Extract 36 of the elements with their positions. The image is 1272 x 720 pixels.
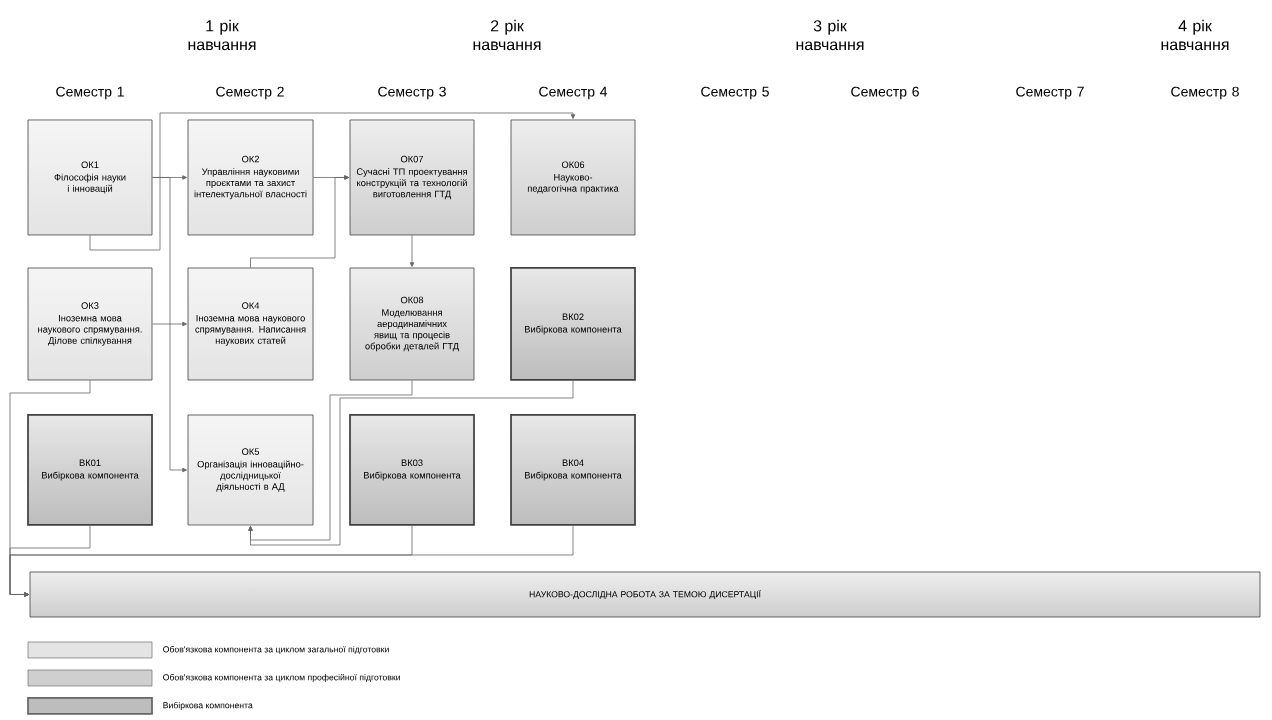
semester-heading: Семестр 1: [56, 86, 124, 100]
year-heading: 3 рік навчання: [796, 19, 864, 51]
arrow: [248, 380, 574, 546]
arrow: [250, 175, 349, 268]
research-bar: НАУКОВО-ДОСЛІДНА РОБОТА ЗА ТЕМОЮ ДИСЕРТАЦІЇ: [29, 571, 1261, 618]
course-box: ВК03 Вибіркова компонента: [349, 414, 475, 526]
arrow: [9, 525, 574, 597]
course-box: ОК5 Організація інноваційно-дослідницької діяльності в АД: [187, 414, 314, 526]
course-box: ОК4 Іноземна мова наукового спрямування. Написання наукових статей: [187, 267, 314, 381]
course-box: ВК02 Вибіркова компонента: [510, 267, 636, 381]
year-heading: 1 рік навчання: [188, 19, 256, 51]
year-heading: 2 рік навчання: [473, 19, 541, 51]
legend-text: Обов'язкова компонента за циклом професійної підготовки: [163, 673, 400, 683]
legend-text: Вибіркова компонента: [163, 701, 253, 711]
legend-text: Обов'язкова компонента за циклом загальної підготовки: [163, 645, 389, 654]
arrow: [89, 112, 576, 251]
course-box: ОК06 Науково-педагогічна практика: [510, 119, 636, 236]
semester-heading: Семестр 4: [539, 86, 608, 100]
semester-heading: Семестр 2: [216, 86, 284, 100]
semester-heading: Семестр 3: [378, 86, 446, 100]
course-box: ВК04 Вибіркова компонента: [510, 414, 636, 526]
arrow: [152, 177, 187, 473]
course-box: ОК1 Філософія науки і інновацій: [27, 119, 153, 236]
semester-heading: Семестр 6: [851, 86, 919, 100]
semester-heading: Семестр 8: [1171, 86, 1239, 100]
course-box: ОК2 Управління науковими проєктами та захист інтелектуальної власності: [187, 119, 314, 236]
semester-heading: Семестр 5: [701, 86, 769, 100]
arrow: [248, 380, 413, 541]
course-box: ОК3 Іноземна мова наукового спрямування. Ділове спілкування: [27, 267, 153, 381]
arrow: [409, 235, 415, 267]
semester-heading: Семестр 7: [1016, 86, 1084, 100]
course-box: ОК07 Сучасні ТП проектування конструкцій та технологій виготовлення ГТД: [349, 119, 475, 236]
arrow: [152, 321, 187, 327]
course-box: ВК01 Вибіркова компонента: [27, 414, 153, 526]
course-box: ОК08 Моделювання аеродинамічних явищ та процесів обробки деталей ГТД: [349, 267, 475, 381]
year-heading: 4 рік навчання: [1161, 19, 1229, 51]
